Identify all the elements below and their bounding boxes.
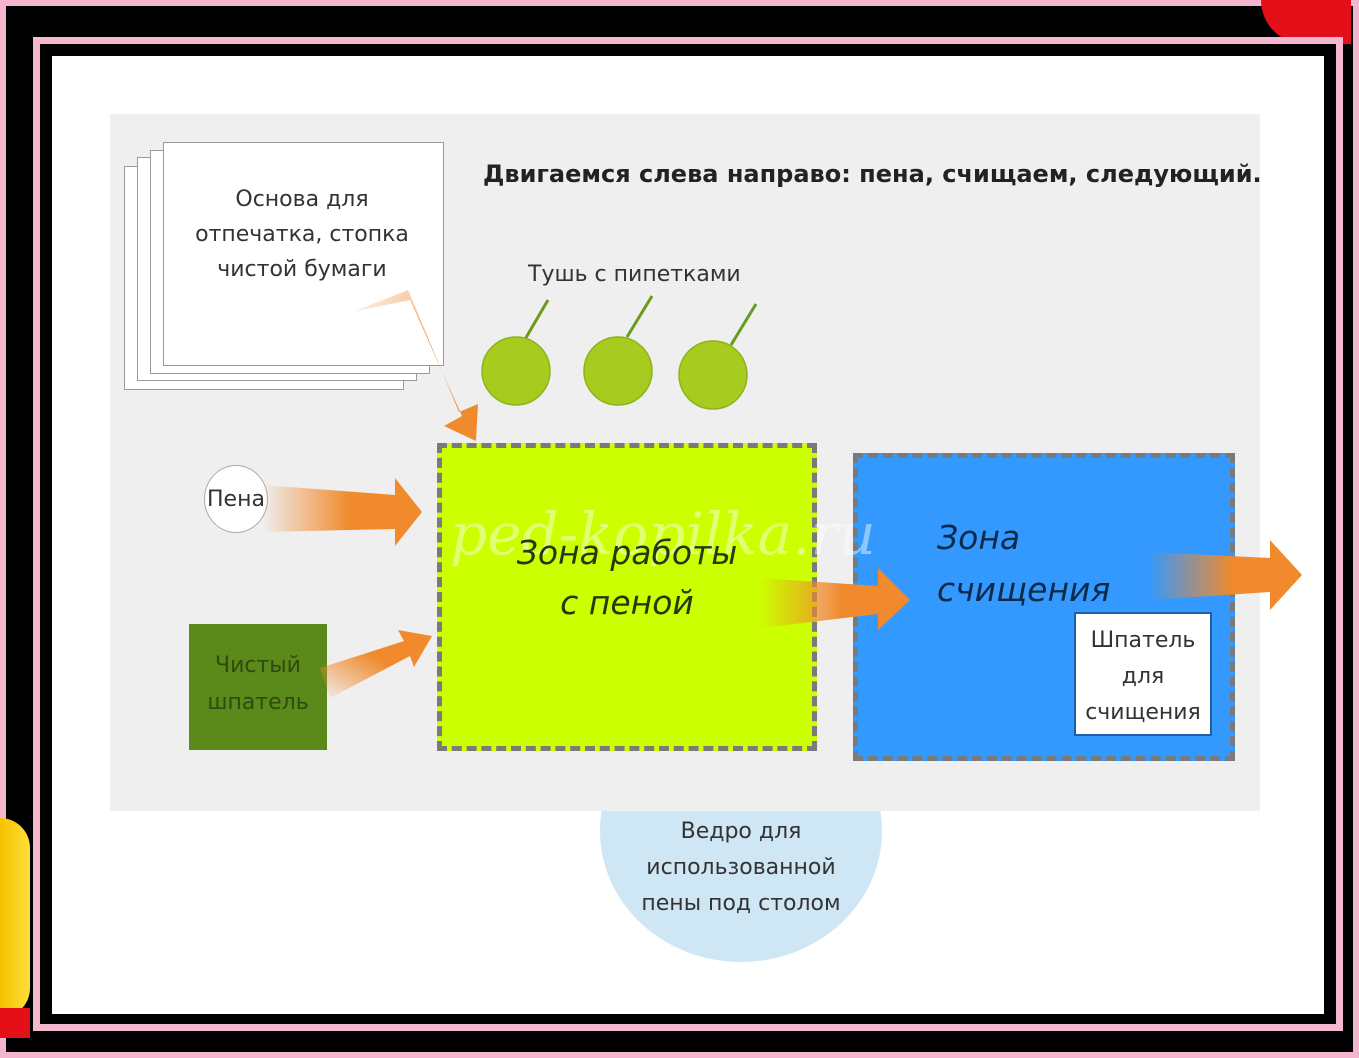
cleaning-zone-label-line: Зона	[937, 518, 1021, 557]
paper-sheet	[163, 142, 444, 366]
paper-label-line: отпечатка, стопка	[195, 222, 409, 247]
cleaning-spatula-box	[1074, 612, 1212, 736]
ink-drop-1	[481, 299, 551, 406]
arrow-foam-zone-to-cleaning-zone	[760, 568, 910, 630]
bucket-label-line: использованной	[646, 855, 836, 880]
foam-zone-label-line: Зона работы	[516, 533, 738, 572]
cleaning-zone-label-line: счищения	[937, 570, 1111, 609]
watermark: ped-kopilka.ru	[450, 500, 876, 568]
foam-label: Пена	[207, 487, 265, 512]
cleaning-spatula-label: Шпатель для счищения	[1074, 623, 1212, 731]
bucket-label-line: Ведро для	[680, 819, 802, 844]
paper-label-line: чистой бумаги	[217, 257, 387, 282]
cleaning-spatula-label-line: для	[1121, 664, 1165, 689]
bucket-label-line: пены под столом	[641, 891, 841, 916]
arrow-foam-to-zone	[262, 478, 422, 546]
bucket-label: Ведро для использованной пены под столом	[600, 814, 882, 922]
arrow-paper-to-foam-zone	[352, 290, 478, 441]
arrow-exit-right	[1148, 540, 1302, 610]
cleaning-zone-label: Зона счищения	[937, 512, 1187, 616]
clean-spatula-label-line: Чистый	[215, 653, 301, 678]
foam-zone-label: Зона работы с пеной	[437, 528, 817, 628]
cleaning-spatula-label-line: счищения	[1085, 700, 1201, 725]
clean-spatula-label: Чистый шпатель	[189, 647, 327, 721]
clean-spatula-label-line: шпатель	[207, 690, 309, 715]
arrow-spatula-to-zone	[320, 630, 432, 698]
cleaning-spatula-label-line: Шпатель	[1090, 628, 1196, 653]
clean-spatula-box	[189, 624, 327, 750]
ink-drop-2	[583, 295, 654, 406]
foam-zone-label-line: с пеной	[560, 583, 694, 622]
paper-label-line: Основа для	[235, 187, 369, 212]
diagram-title: Двигаемся слева направо: пена, счищаем, …	[483, 160, 1262, 188]
corner-decoration	[0, 1008, 30, 1038]
ink-drop-3	[678, 303, 758, 410]
paper-stack-label: Основа для отпечатка, стопка чистой бума…	[163, 182, 441, 287]
corner-decoration	[0, 818, 30, 1018]
ink-label: Тушь с пипетками	[528, 262, 741, 287]
foam-work-zone	[437, 443, 817, 751]
